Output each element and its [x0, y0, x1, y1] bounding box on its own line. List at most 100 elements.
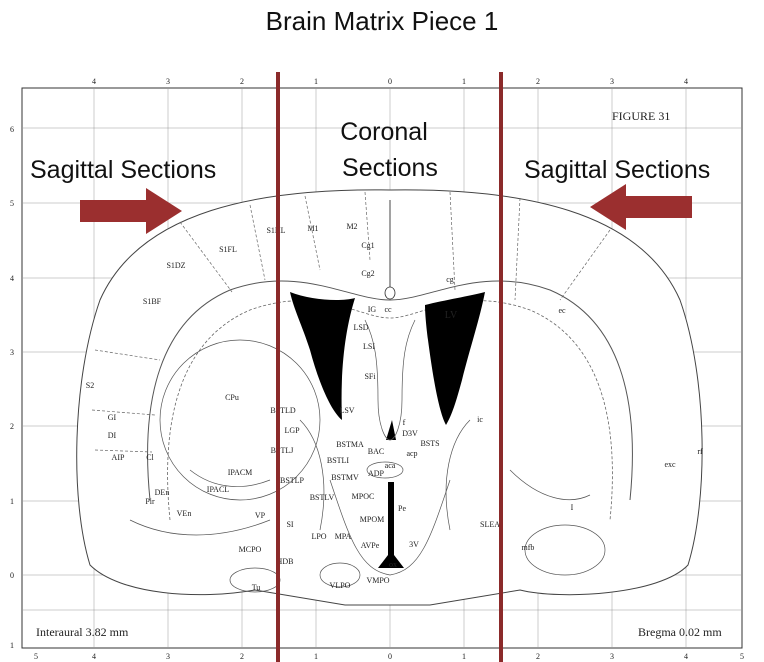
- region-label-cpu: CPu: [225, 393, 239, 402]
- region-label-aca: aca: [385, 461, 396, 470]
- bottom-tick-label: 3: [166, 652, 170, 661]
- region-label-bstld: BSTLD: [270, 406, 296, 415]
- region-label-bstlp: BSTLP: [280, 476, 305, 485]
- region-label-mpom: MPOM: [360, 515, 384, 524]
- top-tick-label: 3: [610, 77, 614, 86]
- bottom-tick-label: 4: [684, 652, 688, 661]
- bottom-tick-label: 3: [610, 652, 614, 661]
- region-label-pir: Pir: [145, 497, 155, 506]
- interaural-label: Interaural 3.82 mm: [36, 625, 129, 639]
- left-tick-label: 6: [10, 125, 14, 134]
- region-label-si: SI: [286, 520, 293, 529]
- region-label-acp: acp: [406, 449, 417, 458]
- region-label-bstma: BSTMA: [336, 440, 364, 449]
- top-tick-label: 3: [166, 77, 170, 86]
- region-label-3v: 3V: [409, 540, 419, 549]
- region-label-slea: SLEA: [480, 520, 500, 529]
- left-axis: 6 5 4 3 2 1 0 1: [10, 125, 14, 650]
- bottom-tick-label: 5: [34, 652, 38, 661]
- region-label-mpa: MPA: [335, 532, 352, 541]
- region-label-mcpo: MCPO: [239, 545, 262, 554]
- region-label-lpo: LPO: [311, 532, 326, 541]
- left-tick-label: 5: [10, 199, 14, 208]
- left-tick-label: 1: [10, 497, 14, 506]
- bottom-tick-label: 5: [740, 652, 744, 661]
- region-label-cl: Cl: [146, 453, 154, 462]
- region-label-den: DEn: [155, 488, 170, 497]
- region-label-s2: S2: [86, 381, 94, 390]
- left-sagittal-label: Sagittal Sections: [30, 156, 216, 184]
- region-label-avpe: AVPe: [361, 541, 380, 550]
- top-tick-label: 2: [536, 77, 540, 86]
- bottom-tick-label: 1: [314, 652, 318, 661]
- region-label-pe: Pe: [398, 504, 406, 513]
- top-tick-label: 2: [240, 77, 244, 86]
- region-label-cg: cg: [446, 275, 454, 284]
- region-label-m2: M2: [346, 222, 357, 231]
- region-label-bstlv: BSTLV: [310, 493, 335, 502]
- region-label-adp: ADP: [368, 469, 385, 478]
- bottom-tick-label: 1: [462, 652, 466, 661]
- region-label-bstlj: BSTLJ: [271, 446, 294, 455]
- region-label-mfb: mfb: [522, 543, 535, 552]
- left-tick-label: 1: [10, 641, 14, 650]
- region-label-vlpo: VLPO: [330, 581, 351, 590]
- region-label-ipacl: IPACL: [207, 485, 229, 494]
- region-label-ig: IG: [368, 305, 377, 314]
- bottom-tick-label: 2: [240, 652, 244, 661]
- bottom-tick-label: 0: [388, 652, 392, 661]
- left-cut-line: [276, 72, 280, 662]
- region-label-f: f: [403, 418, 406, 427]
- region-label-cg1: Cg1: [361, 241, 374, 250]
- cc-midline-marker: [385, 287, 395, 299]
- region-label-i: I: [571, 503, 574, 512]
- region-label-vp: VP: [255, 511, 266, 520]
- region-label-bstli: BSTLI: [327, 456, 350, 465]
- right-pointing-arrow: [80, 188, 182, 234]
- region-label-gi: GI: [108, 413, 117, 422]
- top-tick-label: 1: [462, 77, 466, 86]
- region-label-ic: ic: [477, 415, 483, 424]
- region-label-vmpo: VMPO: [366, 576, 389, 585]
- region-label-lsi: LSI: [363, 342, 375, 351]
- top-tick-label: 4: [92, 77, 96, 86]
- coronal-label-line2: Sections: [342, 154, 438, 182]
- region-label-exc: exc: [664, 460, 676, 469]
- region-label-lv: LV: [445, 310, 458, 321]
- bottom-tick-label: 2: [536, 652, 540, 661]
- region-label-bac: BAC: [368, 447, 384, 456]
- region-label-m1: M1: [307, 224, 318, 233]
- region-label-ven: VEn: [177, 509, 192, 518]
- figure-label: FIGURE 31: [612, 109, 670, 123]
- region-label-ec: ec: [558, 306, 566, 315]
- left-tick-label: 3: [10, 348, 14, 357]
- top-tick-label: 1: [314, 77, 318, 86]
- top-tick-label: 0: [388, 77, 392, 86]
- region-label-s1bf: S1BF: [143, 297, 162, 306]
- region-label-lgp: LGP: [284, 426, 300, 435]
- region-label-tu: Tu: [252, 583, 261, 592]
- region-label-s1fl: S1FL: [219, 245, 237, 254]
- bregma-label: Bregma 0.02 mm: [638, 625, 722, 639]
- region-label-lsd: LSD: [353, 323, 368, 332]
- region-label-cc: cc: [384, 305, 392, 314]
- region-label-d3v: D3V: [402, 429, 418, 438]
- region-label-bstmv: BSTMV: [331, 473, 359, 482]
- bottom-axis: 54321012345: [34, 652, 744, 661]
- region-label-bsts: BSTS: [420, 439, 439, 448]
- region-label-aip: AIP: [112, 453, 125, 462]
- region-label-rf: rf: [697, 447, 703, 456]
- region-label-mpoc: MPOC: [352, 492, 375, 501]
- left-tick-label: 0: [10, 571, 14, 580]
- region-label-lsv: LSV: [339, 406, 354, 415]
- region-label-ox: ox: [389, 560, 397, 569]
- region-label-cg2: Cg2: [361, 269, 374, 278]
- right-cut-line: [499, 72, 503, 662]
- left-tick-label: 4: [10, 274, 14, 283]
- left-tick-label: 2: [10, 422, 14, 431]
- region-label-sfi: SFi: [364, 372, 376, 381]
- region-label-ipacm: IPACM: [228, 468, 253, 477]
- region-label-s1dz: S1DZ: [166, 261, 185, 270]
